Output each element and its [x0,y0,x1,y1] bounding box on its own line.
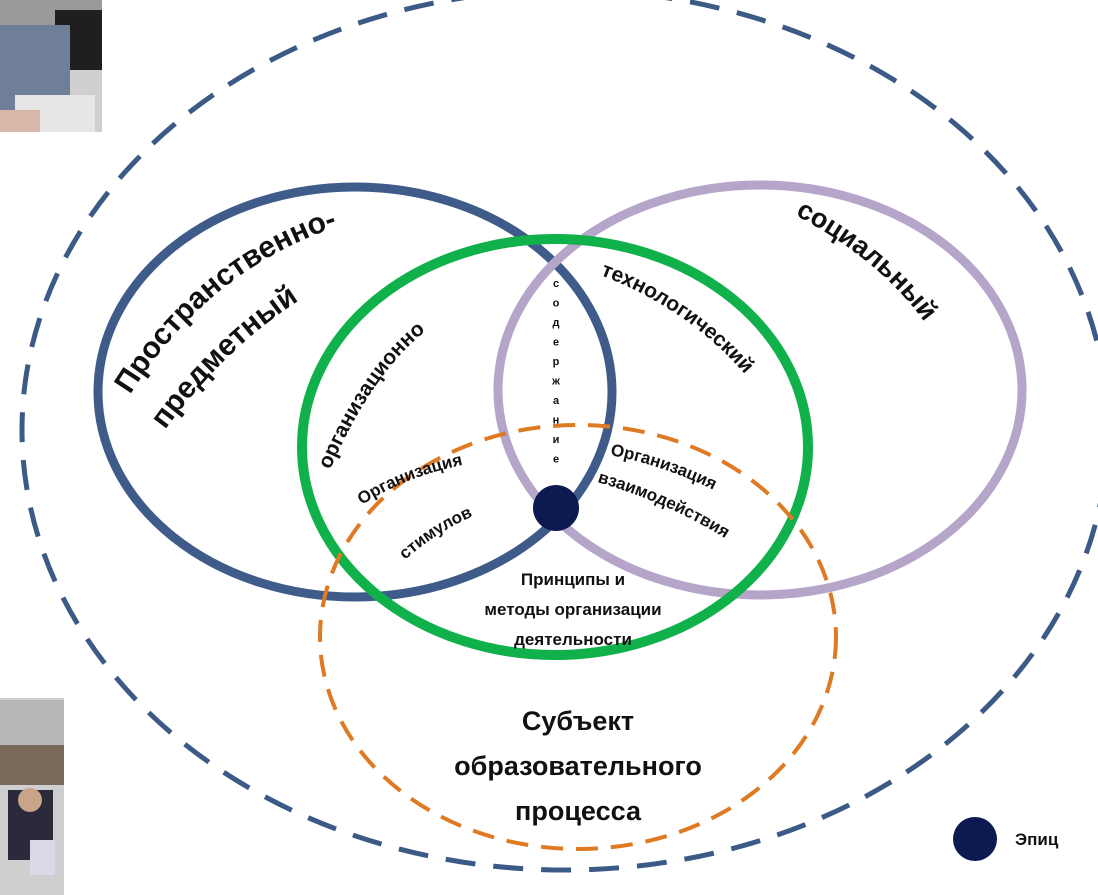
label-principles-line1: Принципы и [521,570,625,589]
social-circle [493,180,1027,600]
label-organizational: организационно [314,317,429,472]
content-letter: с [553,278,559,290]
content-letter: д [553,317,560,329]
content-letter: о [553,298,560,310]
label-principles-line2: методы организации [484,600,661,619]
label-subject-line1: Субъект [522,706,634,736]
content-letter: е [553,454,559,466]
content-letter: а [553,395,560,407]
label-subject-line3: процесса [515,796,642,826]
legend-label: Эпиц [1015,830,1059,849]
photo-bottom-left [0,698,64,895]
outer-dashed-ellipse [19,0,1098,873]
content-letter: ж [551,376,560,388]
content-letter: е [553,337,559,349]
label-technological: технологический [598,258,758,377]
legend-epicenter-icon [953,817,997,861]
organizational-technological-circle [297,234,813,660]
content-letter: и [553,434,560,446]
content-letter: р [553,356,560,368]
spatial-subject-circle [93,182,617,602]
label-spatial-line2: предметный [144,279,303,434]
label-stimuli-line1: Организация [354,450,464,508]
subject-dashed-circle [318,423,838,851]
epicenter-dot-icon [533,485,579,531]
photo-top-left [0,0,102,132]
content-letter: н [553,415,560,427]
label-principles-line3: деятельности [514,630,632,649]
label-social: социальный [792,194,943,326]
label-stimuli-line2: стимулов [395,502,474,562]
label-subject-line2: образовательного [454,751,702,781]
